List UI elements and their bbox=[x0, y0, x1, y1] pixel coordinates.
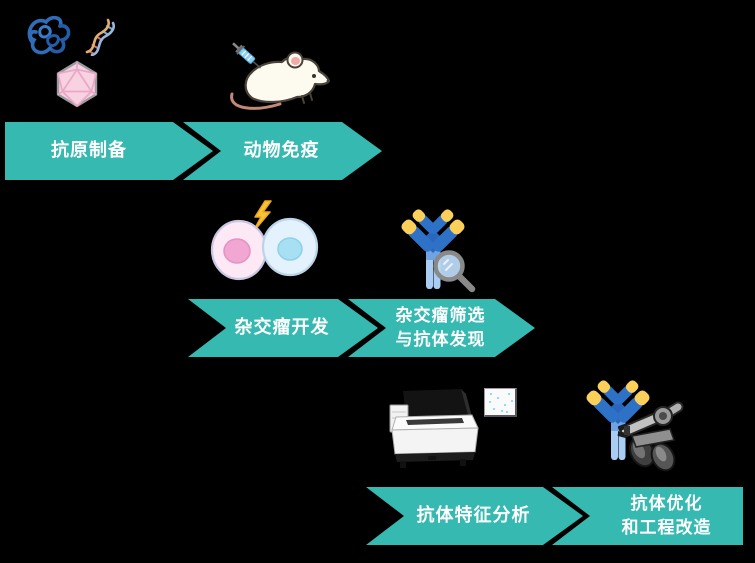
dna-icon bbox=[85, 18, 116, 56]
syringe-icon bbox=[232, 42, 261, 69]
virus-capsid-icon bbox=[56, 60, 98, 108]
robotic-arm-icon bbox=[617, 401, 684, 472]
antibody-icon bbox=[566, 374, 684, 472]
microplate-cyan-wells bbox=[490, 393, 493, 396]
mouse-icon bbox=[230, 42, 331, 110]
microplate-icon bbox=[484, 388, 517, 417]
step-label-line2: 与抗体发现 bbox=[395, 330, 486, 349]
step-arrow-hybridoma-screening: 杂交瘤筛选 与抗体发现 bbox=[348, 299, 535, 357]
step-label: 抗体特征分析 bbox=[416, 505, 531, 526]
mouse-tail bbox=[230, 92, 282, 110]
hybridoma-cells-icon bbox=[210, 200, 319, 281]
lightning-bolt-icon bbox=[252, 200, 272, 233]
step-label-line1: 抗体优化 bbox=[630, 494, 703, 514]
antibody-icon bbox=[383, 203, 476, 293]
step-label: 杂交瘤开发 bbox=[234, 317, 330, 338]
step-arrow-antibody-characterization: 抗体特征分析 bbox=[366, 487, 583, 545]
step-arrow-antigen-preparation: 抗原制备 bbox=[5, 122, 213, 180]
step-label: 抗原制备 bbox=[51, 140, 127, 161]
magnifying-glass-icon bbox=[433, 250, 476, 293]
step-label: 动物免疫 bbox=[243, 140, 320, 161]
protein-icon bbox=[27, 15, 71, 55]
plate-reader-icon bbox=[389, 389, 479, 468]
step-arrow-antibody-optimization: 抗体优化 和工程改造 bbox=[552, 487, 743, 545]
step-label-line1: 杂交瘤筛选 bbox=[395, 306, 486, 326]
step-label-line2: 和工程改造 bbox=[621, 518, 712, 537]
step-arrow-hybridoma-development: 杂交瘤开发 bbox=[188, 299, 378, 357]
